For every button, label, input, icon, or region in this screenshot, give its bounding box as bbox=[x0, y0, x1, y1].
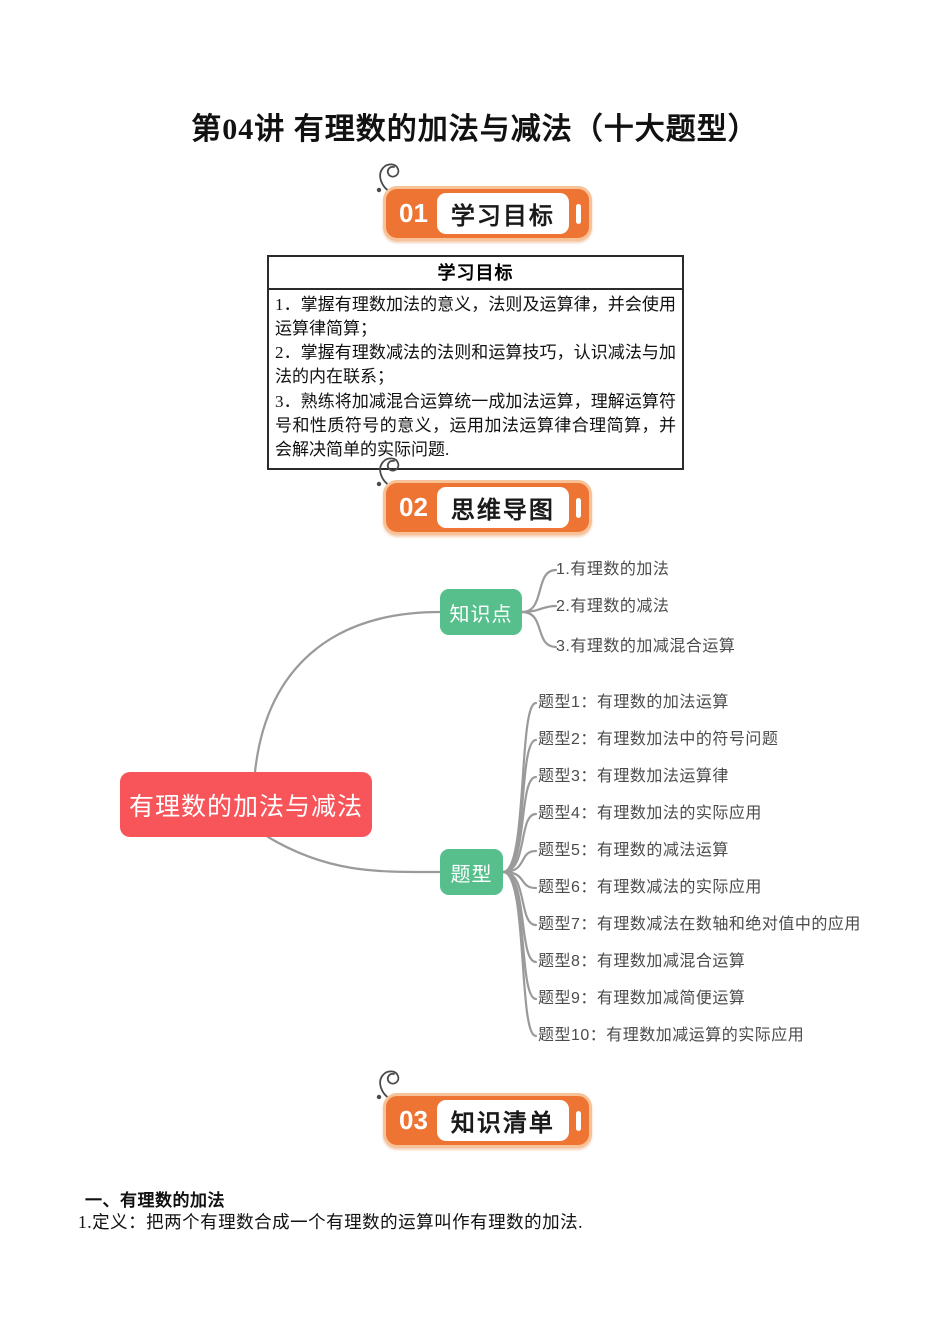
mindmap-leaf: 题型9：有理数加减简便运算 bbox=[538, 990, 746, 1007]
objectives-table-body: 1．掌握有理数加法的意义，法则及运算律，并会使用运算律简算； 2．掌握有理数减法… bbox=[269, 290, 682, 468]
mindmap-branch-knowledge: 知识点 bbox=[440, 589, 522, 635]
mindmap-connectors bbox=[253, 568, 558, 1038]
mindmap-leaf: 题型7：有理数减法在数轴和绝对值中的应用 bbox=[538, 916, 861, 933]
thread-curl-icon bbox=[376, 457, 400, 487]
mindmap-leaf: 题型3：有理数加法运算律 bbox=[538, 768, 729, 785]
mindmap-leaf: 3.有理数的加减混合运算 bbox=[556, 638, 736, 655]
badge-label: 学习目标 bbox=[436, 193, 569, 234]
badge-number: 01 bbox=[399, 198, 428, 228]
section-header-mindmap: 02 思维导图 bbox=[376, 457, 592, 535]
mindmap-leaf: 题型5：有理数的减法运算 bbox=[538, 842, 729, 859]
connector-type-3 bbox=[501, 775, 538, 874]
mindmap-leaf: 题型8：有理数加减混合运算 bbox=[538, 953, 746, 970]
badge-notch bbox=[575, 497, 581, 518]
mindmap-branch-types: 题型 bbox=[440, 849, 503, 895]
badge-number: 02 bbox=[399, 492, 428, 522]
page-title: 第04讲 有理数的加法与减法（十大题型） bbox=[191, 113, 759, 146]
badge-notch bbox=[575, 203, 581, 224]
badge-label: 知识清单 bbox=[436, 1100, 569, 1141]
knowledge-definition: 1.定义：把两个有理数合成一个有理数的运算叫作有理数的加法. bbox=[78, 1212, 583, 1232]
objectives-table: 学习目标 1．掌握有理数加法的意义，法则及运算律，并会使用运算律简算； 2．掌握… bbox=[267, 255, 684, 470]
connector-type-2 bbox=[501, 738, 538, 874]
badge-label: 思维导图 bbox=[436, 487, 569, 528]
thread-curl-icon bbox=[376, 1070, 400, 1100]
badge-notch bbox=[575, 1110, 581, 1131]
mindmap-leaf: 题型2：有理数加法中的符号问题 bbox=[538, 731, 779, 748]
section-header-objectives: 01 学习目标 bbox=[376, 163, 592, 241]
mindmap-leaf: 2.有理数的减法 bbox=[556, 598, 670, 615]
connector-type-10 bbox=[501, 870, 538, 1038]
connector-root-knowledge bbox=[253, 610, 442, 774]
knowledge-section-heading: 一、有理数的加法 bbox=[85, 1191, 225, 1210]
mindmap-leaf: 1.有理数的加法 bbox=[556, 561, 670, 578]
mindmap-root-node: 有理数的加法与减法 bbox=[120, 772, 372, 837]
objective-item-3: 3．熟练将加减混合运算统一成加法运算，理解运算符号和性质符号的意义，运用加法运算… bbox=[275, 391, 676, 459]
connector-knowledge-2 bbox=[520, 604, 558, 614]
connector-type-4 bbox=[501, 812, 538, 874]
mindmap-leaf: 题型6：有理数减法的实际应用 bbox=[538, 879, 762, 896]
connector-root-types bbox=[266, 835, 442, 874]
mindmap-leaf: 题型4：有理数加法的实际应用 bbox=[538, 805, 762, 822]
badge-02: 02 思维导图 bbox=[383, 480, 592, 535]
objective-item-1: 1．掌握有理数加法的意义，法则及运算律，并会使用运算律简算； bbox=[275, 295, 676, 339]
thread-curl-icon bbox=[376, 163, 400, 193]
badge-03: 03 知识清单 bbox=[383, 1093, 592, 1148]
section-header-knowledge-list: 03 知识清单 bbox=[376, 1070, 592, 1148]
mindmap-leaf: 题型10：有理数加减运算的实际应用 bbox=[538, 1027, 805, 1044]
objectives-table-header: 学习目标 bbox=[269, 257, 682, 290]
mindmap-leaf: 题型1：有理数的加法运算 bbox=[538, 694, 729, 711]
objective-item-2: 2．掌握有理数减法的法则和运算技巧，认识减法与加法的内在联系； bbox=[275, 343, 676, 387]
badge-01: 01 学习目标 bbox=[383, 186, 592, 241]
badge-number: 03 bbox=[399, 1105, 428, 1135]
connector-knowledge-3 bbox=[520, 610, 558, 649]
